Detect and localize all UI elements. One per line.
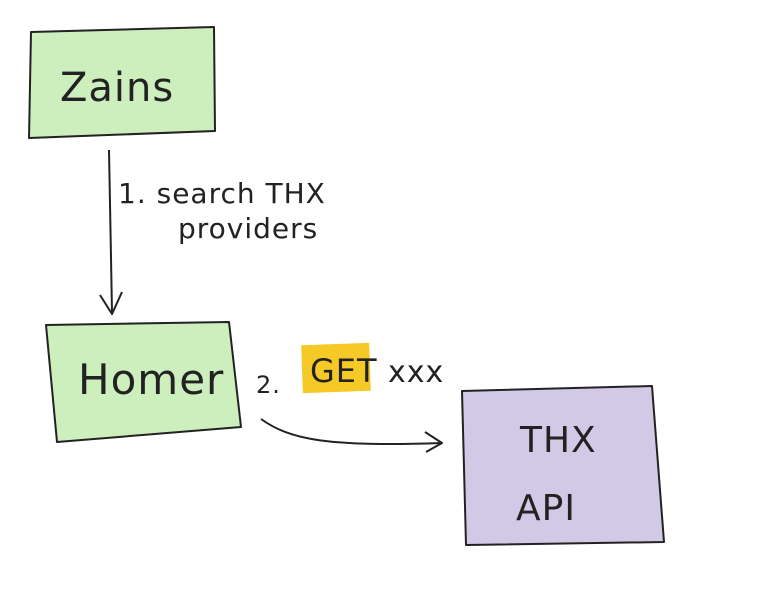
node-thx-api-box (461, 385, 665, 546)
node-homer[interactable]: Homer (45, 321, 242, 443)
node-zains-label: Zains (60, 65, 174, 111)
edge-step2-method: GET (310, 352, 378, 390)
edge-step2-number: 2. (256, 371, 281, 399)
node-thx-api-label-line2: API (516, 488, 576, 529)
edge-step2-arrowhead (424, 431, 443, 453)
node-thx-api[interactable]: THX API (461, 385, 665, 546)
edge-step2-get-highlight (301, 342, 371, 394)
edge-step2-line (260, 418, 442, 446)
edge-step1-line (108, 149, 113, 313)
node-homer-label: Homer (78, 355, 224, 404)
edge-step2-path: xxx (388, 355, 444, 390)
node-zains-box (28, 26, 216, 139)
node-thx-api-label-line1: THX (519, 420, 597, 461)
edge-step1-arrowhead (99, 291, 123, 315)
edge-step1-label-line2: providers (178, 212, 318, 245)
node-zains[interactable]: Zains (28, 26, 216, 139)
node-homer-box (45, 321, 242, 443)
edge-step2: 2. GET xxx (256, 342, 444, 453)
edge-step1-label-line1: 1. search THX (118, 177, 326, 210)
edge-step1: 1. search THX providers (99, 149, 326, 315)
